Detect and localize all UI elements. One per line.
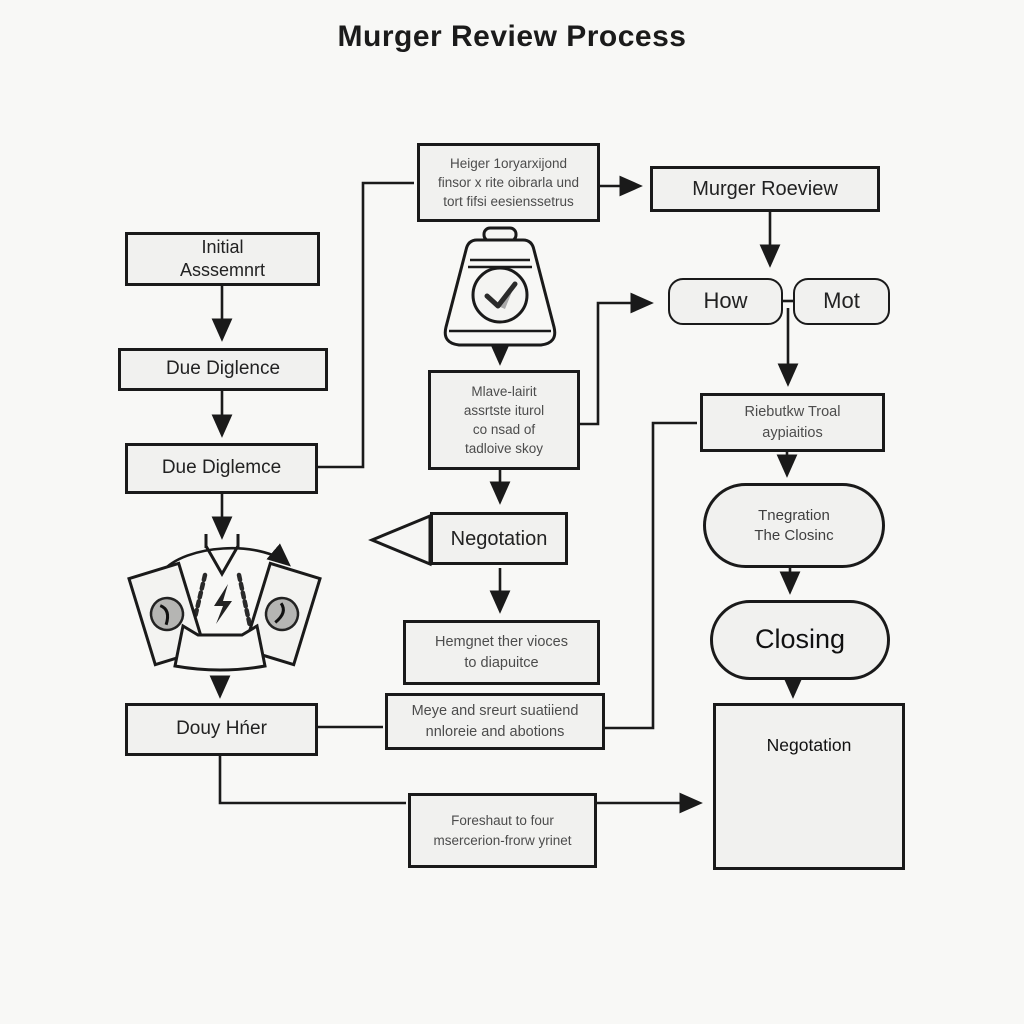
node-how: How <box>668 278 783 325</box>
node-mot: Mot <box>793 278 890 325</box>
node-due-diligence-2: Due Diglemce <box>125 443 318 494</box>
node-negotation-chart: Negotation <box>713 703 905 870</box>
node-tnegration-closing: Tnegration The Closinc <box>703 483 885 568</box>
lightning-bolt-icon <box>214 584 232 624</box>
node-foreshaut-note: Foreshaut to four msercerion-frorw yrine… <box>408 793 597 868</box>
bell-with-checkmark-icon <box>443 226 557 347</box>
node-mlave-note: Mlave-lairit assrtste iturol co nsad of … <box>428 370 580 470</box>
balance-scale-with-cards-icon <box>127 534 322 672</box>
page-title: Murger Review Process <box>337 20 687 53</box>
node-hemgnet-note: Hemgnet ther vioces to diapuitce <box>403 620 600 685</box>
node-murger-review: Murger Roeview <box>650 166 880 212</box>
node-douy-hner: Douy Hńer <box>125 703 318 756</box>
node-riebutkw: Riebutkw Troal aypiaitios <box>700 393 885 452</box>
node-due-diligence-1: Due Diglence <box>118 348 328 391</box>
left-arrow-tip-shape <box>368 513 432 567</box>
node-negotation-pencil: Negotation <box>430 512 568 565</box>
node-closing: Closing <box>710 600 890 680</box>
node-initial-assessment: Initial Asssemnrt <box>125 232 320 286</box>
connector-lines <box>209 175 804 814</box>
node-meye-note: Meye and sreurt suatiiend nnloreie and a… <box>385 693 605 750</box>
node-heiger-note: Heiger 1oryarxijond finsor x rite oibrar… <box>417 143 600 222</box>
